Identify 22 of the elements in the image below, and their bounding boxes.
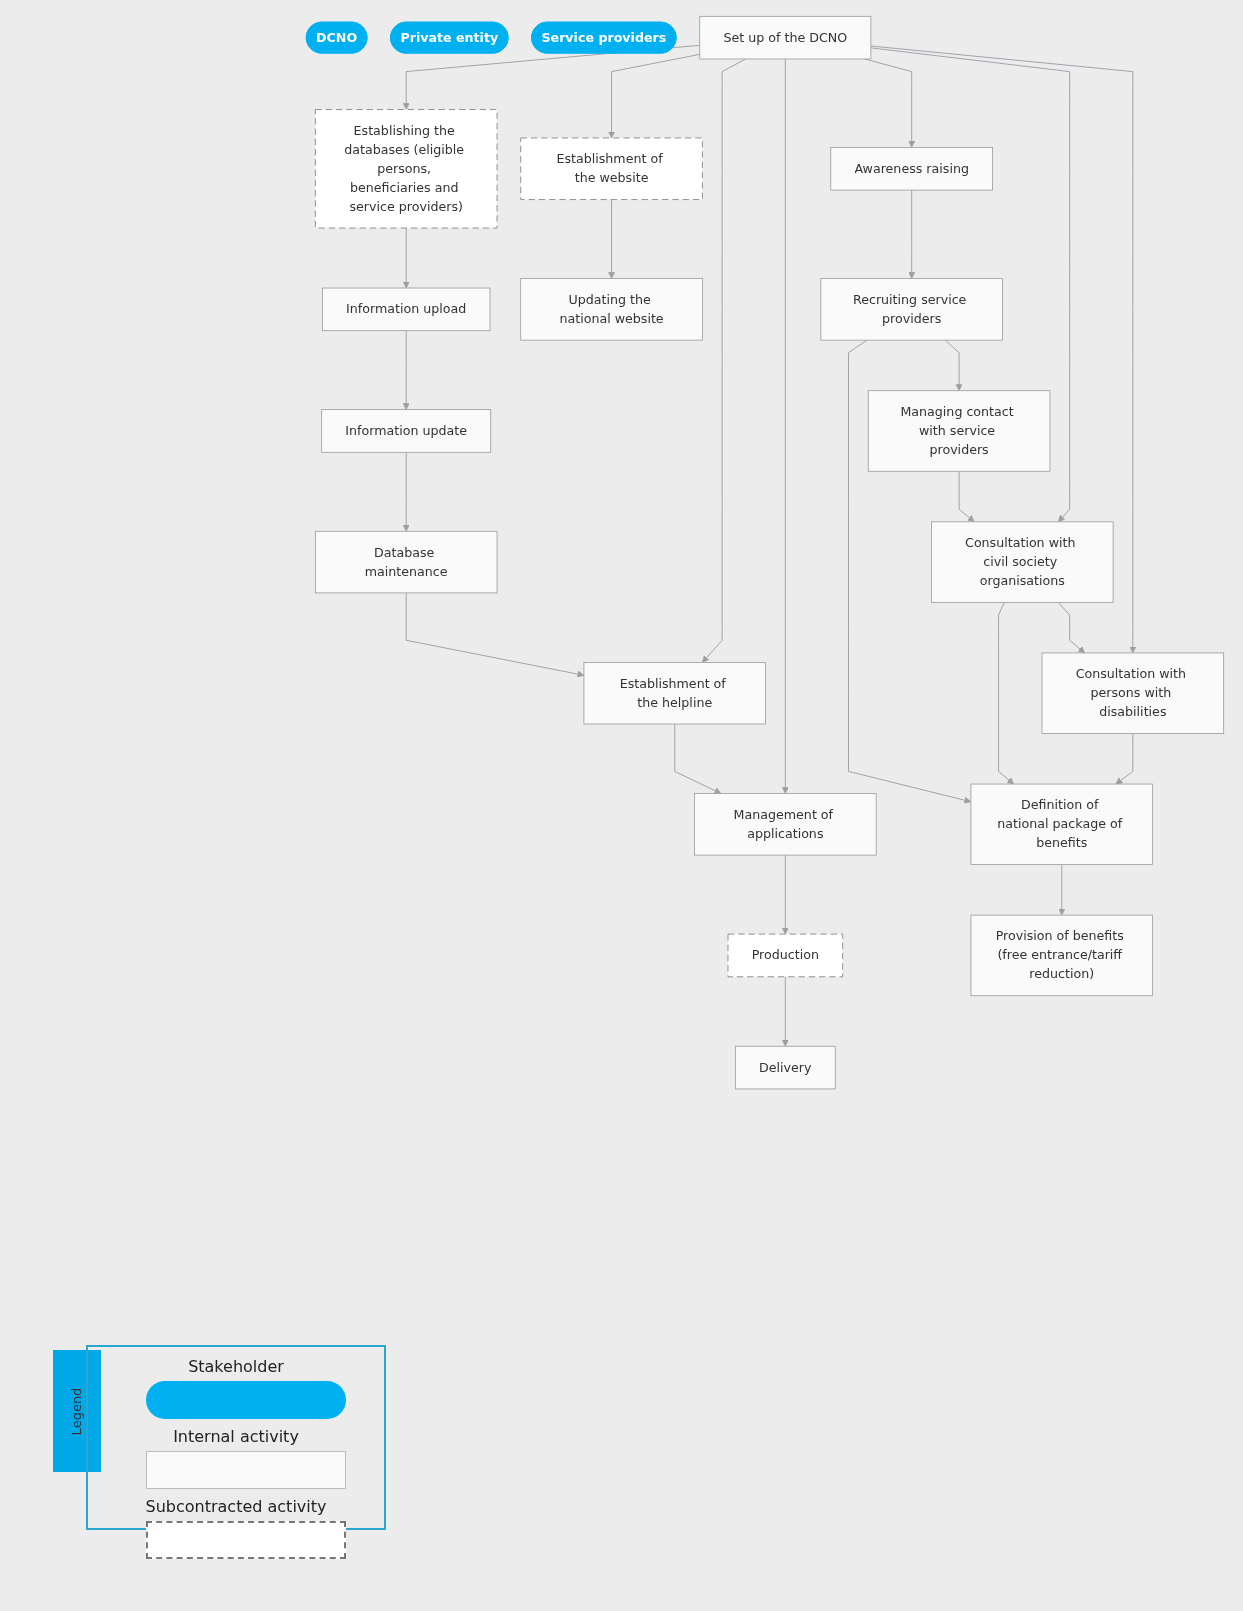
node-box: Recruiting service providers (820, 278, 1003, 341)
node-box: Establishment of the website (520, 137, 703, 200)
node-box: Management of applications (694, 793, 877, 856)
legend-label: Internal activity (172, 1427, 300, 1446)
node-box: Consultation with persons with disabilities (1041, 652, 1225, 734)
node-box: Provision of benefits (free entrance/tariff reduction) (970, 914, 1153, 997)
legend-label: Stakeholder (187, 1357, 285, 1376)
node-box: Production (727, 933, 844, 978)
node-box: Managing contact with service providers (867, 390, 1051, 472)
node-box: Information update (321, 409, 492, 453)
node-box: Establishing the databases (eligible persons, beneficiaries and service providers) (314, 109, 498, 229)
node-box: Database maintenance (314, 530, 498, 594)
node-box: Consultation with civil society organisations (931, 521, 1114, 603)
node-box: Set up of the DCNO (699, 15, 872, 60)
legend-label: Subcontracted activity (144, 1497, 328, 1516)
node-box: Definition of national package of benefits (970, 783, 1153, 865)
node-box: Delivery (735, 1045, 836, 1090)
node-box: Updating the national website (520, 278, 703, 341)
legend-title: Legend (69, 1387, 85, 1435)
node-box: Awareness raising (830, 147, 993, 191)
node-box: Information upload (322, 287, 491, 332)
node-box: Establishment of the helpline (583, 662, 766, 725)
